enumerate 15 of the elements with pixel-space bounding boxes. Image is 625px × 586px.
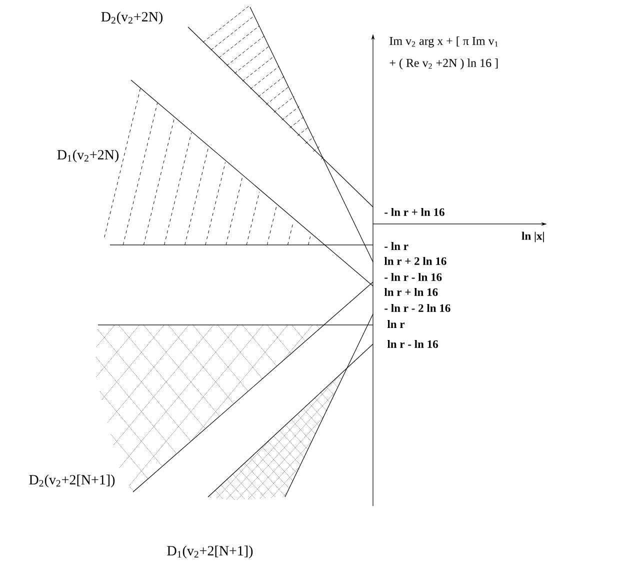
axis-label: ln |x|	[522, 232, 544, 242]
line-label: ln r - ln 16	[387, 340, 438, 348]
line-label: ln r + ln 16	[384, 288, 438, 296]
axis-annotation: + ( Re v$_{2}$ +2N ) ln 16 ]	[390, 58, 498, 70]
region-label: D$_{1}$(v$_{2}$+2N)	[57, 150, 118, 162]
region-label: D$_{2}$(v$_{2}$+2[N+1])	[29, 474, 115, 488]
line-label: - ln r	[384, 242, 408, 250]
region-label: D$_{1}$(v$_{2}$+2[N+1])	[167, 546, 253, 558]
line-label: ln r	[387, 320, 405, 328]
line-label: ln r + 2 ln 16	[384, 256, 446, 266]
line-label: - ln r - 2 ln 16	[384, 304, 450, 312]
line-label: - ln r + ln 16	[384, 208, 444, 216]
region-label: D$_{2}$(v$_{2}$+2N)	[101, 12, 162, 24]
line-label: - ln r - ln 16	[384, 272, 442, 282]
axis-annotation: Im v$_{2}$ arg x + [ π Im v$_{1}$	[390, 36, 498, 48]
